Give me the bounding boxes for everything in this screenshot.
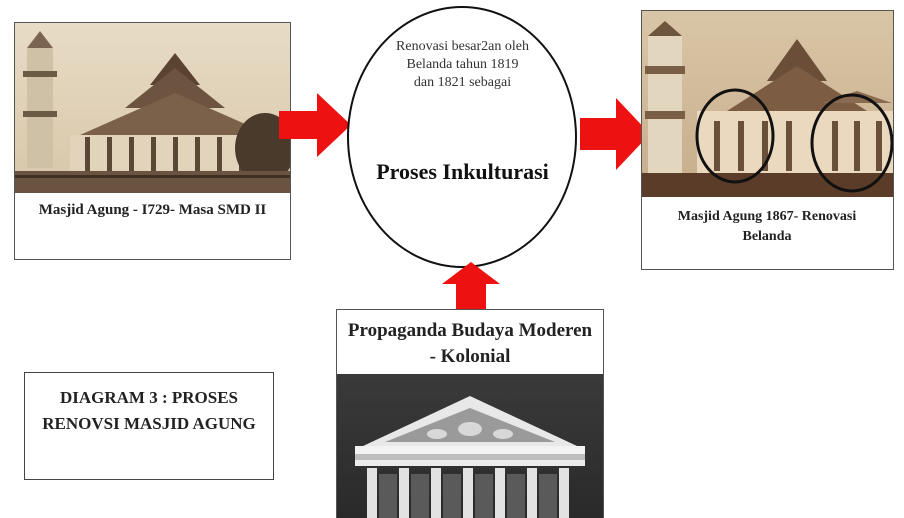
left-caption: Masjid Agung - I729- Masa SMD II	[38, 202, 267, 218]
mosque-1867-photo	[642, 11, 893, 197]
colonial-building-photo	[337, 374, 603, 518]
arrow-right-2	[580, 98, 650, 170]
diagram-label: DIAGRAM 3 : PROSES RENOVSI MASJID AGUNG	[42, 388, 256, 433]
circle-title: Proses Inkulturasi	[376, 159, 549, 184]
bottom-caption: Propaganda Budaya Moderen - Kolonial	[347, 320, 593, 367]
center-process-circle	[347, 6, 577, 268]
arrow-right-1	[279, 93, 351, 157]
diagram-label-box	[24, 372, 274, 480]
circle-body-text: Renovasi besar2an oleh Belanda tahun 181…	[396, 39, 529, 90]
right-caption: Masjid Agung 1867- Renovasi Belanda	[677, 209, 857, 244]
mosque-1729-photo	[15, 23, 290, 193]
arrow-up	[442, 262, 500, 310]
